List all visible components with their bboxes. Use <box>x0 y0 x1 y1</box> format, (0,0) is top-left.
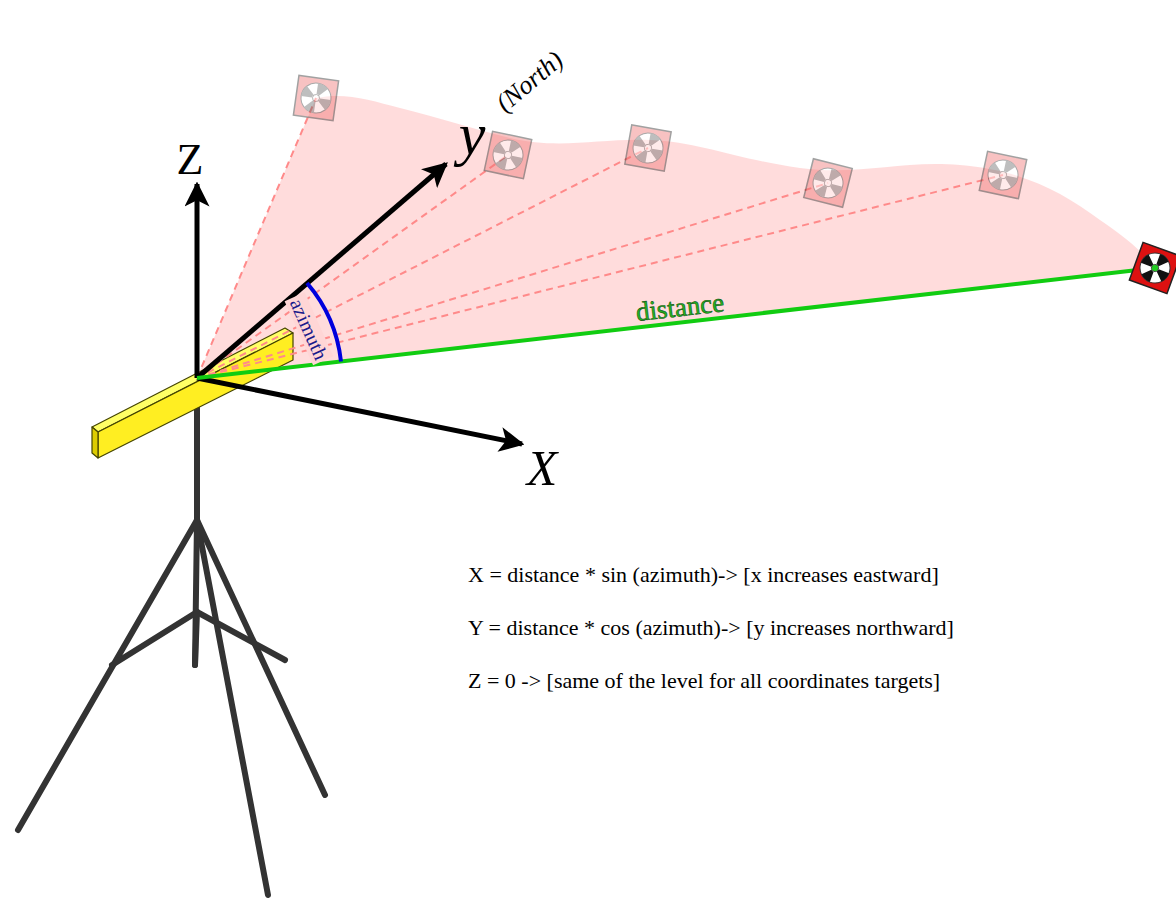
tripod-leg <box>112 612 197 665</box>
target-center <box>1151 264 1160 273</box>
y-axis <box>197 164 446 378</box>
target-center <box>999 171 1007 179</box>
tripod-leg <box>195 520 197 665</box>
tripod-leg <box>197 520 268 895</box>
x-axis <box>197 378 522 444</box>
formula-text: Y = distance * cos (azimuth)-> [y increa… <box>468 616 954 640</box>
target-center <box>312 94 320 102</box>
tripod-leg <box>197 520 325 795</box>
formula-text: Z = 0 -> [same of the level for all coor… <box>468 669 940 693</box>
axes <box>197 164 522 444</box>
target-plate <box>979 151 1026 198</box>
bar-end <box>92 427 98 458</box>
target-plate <box>293 75 338 120</box>
target-disc <box>810 165 846 201</box>
target-sector <box>316 83 328 97</box>
distance-line <box>197 268 1155 378</box>
target-prism <box>804 159 852 207</box>
target-disc <box>631 131 666 166</box>
target-disc <box>299 81 333 115</box>
target-sector <box>317 98 331 110</box>
target-sector <box>303 99 315 113</box>
target-disc <box>1136 249 1174 287</box>
axis-label: (North) <box>491 46 569 118</box>
target-prism <box>293 75 338 120</box>
target-plate <box>625 125 671 171</box>
sight-line <box>197 148 648 378</box>
z-axis <box>195 184 200 378</box>
target-center <box>504 151 512 159</box>
axis-label: X <box>527 441 558 496</box>
sight-line <box>197 155 508 378</box>
axis-label: Z <box>177 136 204 184</box>
target-prism <box>1129 242 1176 293</box>
axis-label: y <box>459 101 486 167</box>
tripod-leg <box>197 612 285 660</box>
target-plate <box>804 159 852 207</box>
target-plate <box>1129 242 1176 293</box>
target-disc <box>985 157 1021 193</box>
target-prism <box>625 125 671 171</box>
sight-line <box>197 183 828 378</box>
tripod-leg <box>18 520 197 830</box>
target-prism <box>979 151 1026 198</box>
tripod <box>18 378 325 895</box>
measurement-fan <box>197 96 1155 378</box>
formula-text: X = distance * sin (azimuth)-> [x increa… <box>468 563 939 587</box>
target-sector <box>301 85 315 97</box>
target-center <box>644 144 652 152</box>
target-center <box>824 179 832 187</box>
target-prism <box>484 131 531 178</box>
target-plate <box>484 131 531 178</box>
tripod-leg <box>195 612 197 665</box>
target-disc <box>490 137 526 173</box>
